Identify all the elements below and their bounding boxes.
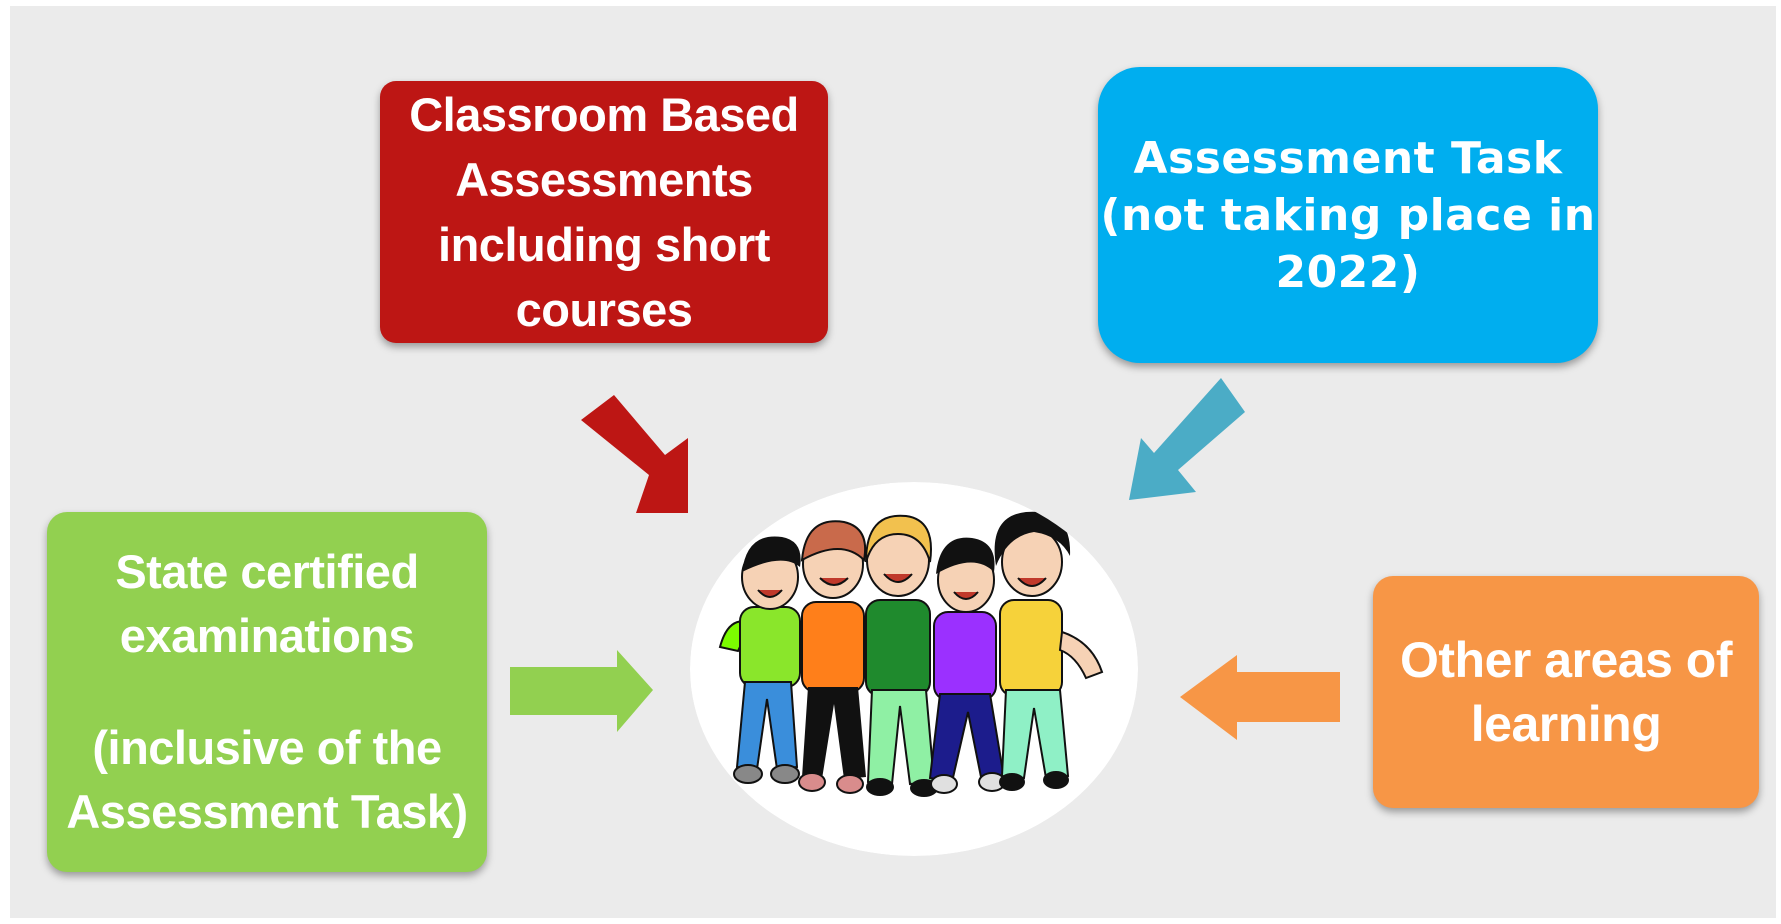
green-arrow-icon [510, 650, 653, 732]
box-text-line: learning [1470, 696, 1662, 752]
child-figure [798, 520, 866, 794]
box-text-line: including short [438, 218, 770, 271]
box-text-line: (not taking place in [1100, 189, 1596, 241]
box-text-line: examinations [119, 609, 415, 662]
classroom-assessments-box: Classroom Based Assessments including sh… [380, 81, 828, 343]
box-text-line: Classroom Based [409, 88, 799, 141]
box-text-line: courses [515, 283, 693, 336]
child-figure [865, 514, 938, 797]
state-exams-box: State certified examinations (inclusive … [47, 512, 487, 872]
box-text-line: Assessment Task) [66, 785, 468, 838]
box-text-line: 2022) [1275, 246, 1421, 298]
child-figure [994, 511, 1104, 791]
child-figure [718, 536, 801, 784]
assessment-task-box: Assessment Task (not taking place in 202… [1098, 67, 1598, 363]
box-text-line: (inclusive of the [92, 721, 442, 774]
children-group-icon [690, 482, 1138, 856]
box-text-line: Assessments [455, 153, 753, 206]
red-arrow-icon [581, 395, 688, 513]
blue-arrow-icon [1129, 378, 1245, 500]
child-figure [928, 537, 1006, 794]
box-text-line: State certified [115, 545, 419, 598]
box-text-line: Other areas of [1399, 632, 1733, 688]
box-text-line: Assessment Task [1133, 132, 1563, 184]
other-learning-box: Other areas of learning [1373, 576, 1759, 808]
orange-arrow-icon [1180, 655, 1340, 740]
